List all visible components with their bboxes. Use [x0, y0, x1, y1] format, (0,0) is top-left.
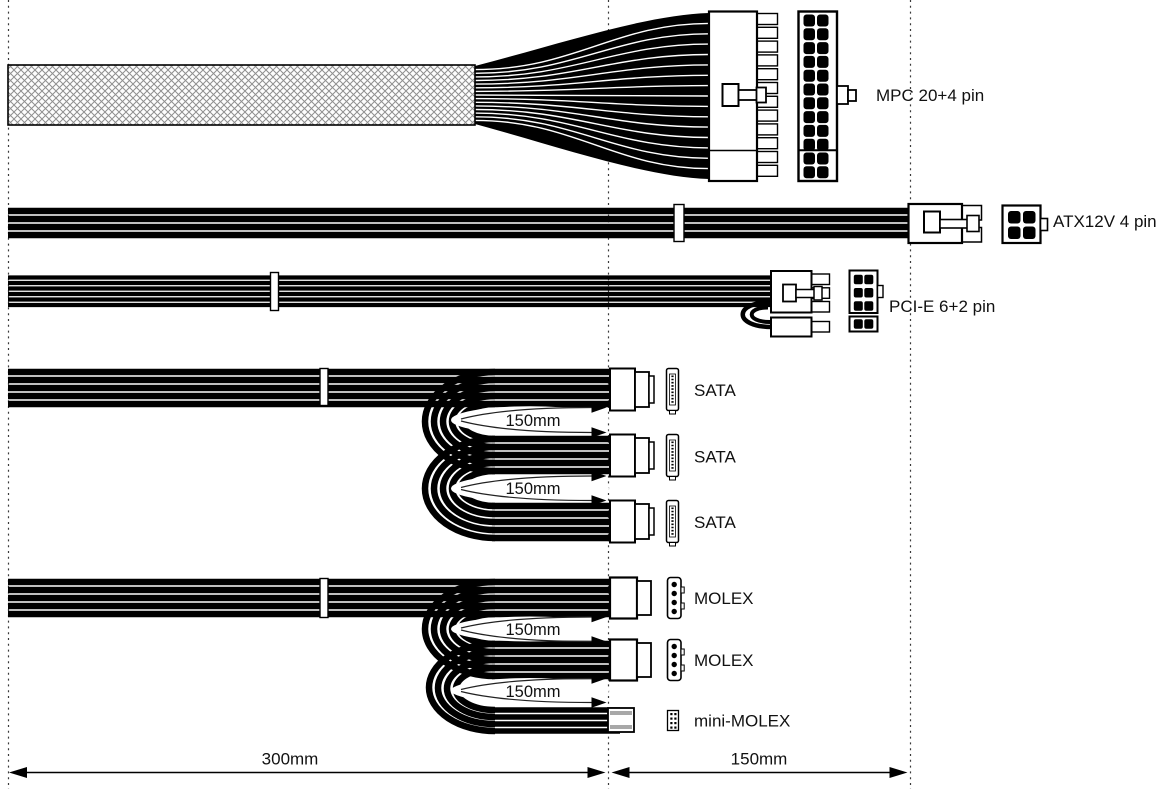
arrow-right-icon	[889, 767, 908, 778]
measure-line	[460, 677, 593, 691]
molex-spacing-measurement-1: 150mm	[505, 621, 560, 639]
pcie-cable-row: PCI-E 6+2 pin	[8, 269, 995, 338]
sata-connector-side-2	[609, 433, 655, 478]
atx-wire-bundle	[8, 207, 925, 239]
arrow-left-icon	[9, 767, 27, 778]
sata-label-2: SATA	[694, 448, 737, 467]
molex-front-icon	[666, 638, 686, 682]
mpc-connector-front	[797, 10, 857, 183]
mini-molex-front-icon	[666, 709, 680, 732]
extension-length-measurement: 150mm	[731, 750, 788, 769]
latch-icon	[1039, 217, 1049, 232]
mesh-sleeve	[7, 64, 476, 126]
arrow-right-icon	[591, 636, 607, 647]
measure-line	[460, 629, 593, 643]
pcie-label: PCI-E 6+2 pin	[889, 297, 995, 316]
latch-icon	[923, 210, 941, 234]
latch-icon	[782, 283, 797, 303]
measure-line	[460, 488, 593, 502]
wire-fan-strands	[474, 22, 710, 170]
arrow-right-icon	[591, 611, 607, 623]
sata-connector-side-3	[609, 499, 655, 544]
molex-cable-group: 150mm 150mm MOLEX MOLEX mini-MOLEX	[8, 576, 790, 735]
atx-label: ATX12V 4 pin	[1053, 212, 1157, 231]
pcie-plus2-wire	[749, 305, 771, 324]
latch-icon	[721, 83, 740, 107]
dimension-150mm: 150mm	[611, 750, 908, 778]
dimension-300mm: 300mm	[9, 750, 606, 778]
latch-icon	[876, 284, 884, 299]
sata-front-icon	[665, 367, 680, 416]
pcie-wire-bundle	[8, 275, 790, 308]
measure-line	[460, 616, 593, 629]
mini-molex-label: mini-MOLEX	[694, 712, 790, 731]
mpc-label: MPC 20+4 pin	[876, 86, 984, 105]
molex-front-icon	[666, 576, 686, 620]
sata-spacing-measurement-1: 150mm	[505, 412, 560, 430]
cable-tie	[319, 367, 329, 407]
sata-connector-side-1	[609, 367, 655, 412]
mini-molex-wires	[492, 707, 620, 734]
measure-line	[460, 420, 593, 434]
pcie-connector-front	[848, 269, 884, 314]
cable-tie	[269, 271, 280, 312]
sata-spacing-measurement-2: 150mm	[505, 480, 560, 498]
measure-line	[460, 406, 593, 420]
molex-label-2: MOLEX	[694, 651, 754, 670]
pcie-plus2-connector-side	[770, 316, 831, 338]
sata-front-icon	[665, 499, 680, 548]
cable-tie	[319, 577, 329, 619]
sata-label-1: SATA	[694, 381, 737, 400]
atx-connector-front	[1001, 204, 1049, 245]
measure-line	[460, 475, 593, 489]
mpc-connector-side	[707, 10, 779, 183]
molex-wire-bundles	[8, 578, 624, 680]
sata-front-icon	[665, 433, 680, 482]
arrow-right-icon	[591, 427, 607, 438]
arrow-right-icon	[591, 402, 607, 413]
latch-icon	[836, 85, 849, 105]
pcie-plus2-connector-front	[848, 315, 879, 333]
measure-line	[460, 690, 593, 704]
molex-label-1: MOLEX	[694, 589, 754, 608]
molex-connector-side-2	[608, 638, 653, 682]
cable-tie	[673, 203, 685, 243]
sata-label-3: SATA	[694, 513, 737, 532]
mpc-cable-row: MPC 20+4 pin	[7, 10, 984, 183]
trunk-length-measurement: 300mm	[262, 750, 319, 769]
atx-cable-row: ATX12V 4 pin	[8, 202, 1157, 245]
arrow-right-icon	[591, 697, 607, 708]
molex-spacing-measurement-2: 150mm	[505, 683, 560, 701]
arrow-left-icon	[611, 767, 630, 778]
mini-molex-connector-side	[607, 707, 635, 733]
pcie-connector-side	[770, 270, 831, 314]
arrow-right-icon	[591, 495, 607, 506]
sata-wire-bundles	[8, 368, 624, 542]
pcie-plus2-wire	[740, 299, 773, 330]
arrow-right-icon	[587, 767, 606, 778]
molex-connector-side-1	[608, 576, 653, 620]
sata-cable-group: 150mm 150mm SATA SATA SATA	[8, 367, 737, 548]
arrow-right-icon	[591, 673, 607, 684]
arrow-right-icon	[591, 470, 607, 482]
atx-connector-side	[907, 202, 983, 245]
